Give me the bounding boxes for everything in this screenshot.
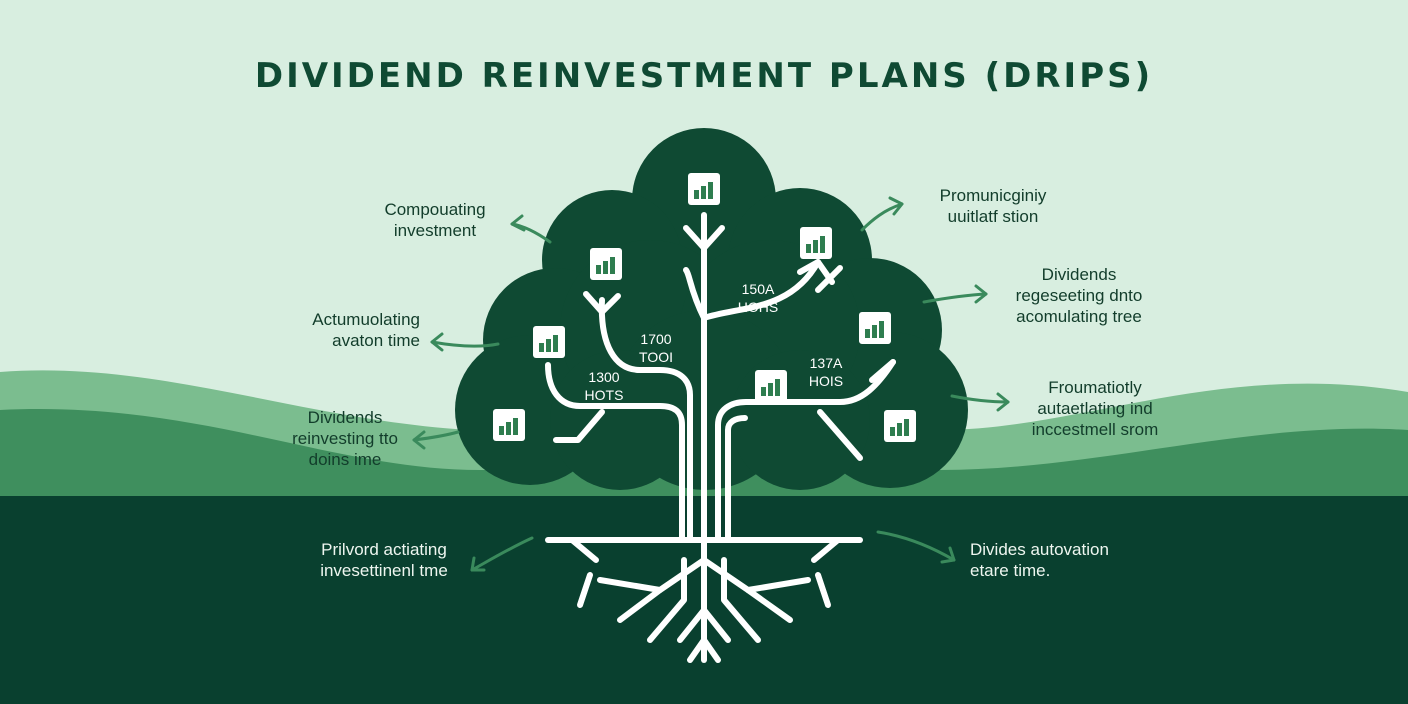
callout-right-1: Promunicginiy uuitlatf stion <box>939 186 1047 226</box>
callout-right-3: Froumatiotly autaetlating ind inccestmel… <box>1031 378 1159 439</box>
arrow-right-3 <box>950 394 1010 404</box>
callout-left-1: Compouating investment <box>384 200 486 240</box>
callout-left-2: Actumuolating avaton time <box>312 310 420 350</box>
bar-chart-icons <box>493 173 916 442</box>
page-title: DIVIDEND REINVESTMENT PLANS (DRIPS) <box>254 56 1154 96</box>
bar-chart-icon <box>755 370 787 402</box>
arrow-right-2 <box>922 292 988 304</box>
bar-chart-icon <box>800 227 832 259</box>
callout-left-3: Dividends reinvesting tto doins ime <box>292 408 398 469</box>
tree-label: 150A HOHS <box>737 281 779 315</box>
bar-chart-icon <box>859 312 891 344</box>
arrow-left-4 <box>470 536 534 572</box>
callout-right-2: Dividends regeseeting dnto acomulating t… <box>1015 265 1143 326</box>
callout-arrows <box>412 196 1010 572</box>
callout-left-4: Prilvord actiating invesettinenl tme <box>320 540 448 580</box>
tree-label: 1300 HOTS <box>584 369 624 403</box>
bar-chart-icon <box>884 410 916 442</box>
callout-right-4: Divides autovation etare time. <box>970 540 1109 580</box>
arrow-right-1 <box>860 202 904 232</box>
bar-chart-icon <box>493 409 525 441</box>
tree-branches <box>545 212 896 663</box>
tree-label: 1700 TOOI <box>639 331 673 365</box>
bar-chart-icon <box>533 326 565 358</box>
bar-chart-icon <box>688 173 720 205</box>
arrow-left-2 <box>430 340 500 348</box>
arrow-right-4 <box>876 530 956 562</box>
arrow-left-3 <box>412 430 460 442</box>
tree-label: 137A HOIS <box>808 355 844 389</box>
bar-chart-icon <box>590 248 622 280</box>
